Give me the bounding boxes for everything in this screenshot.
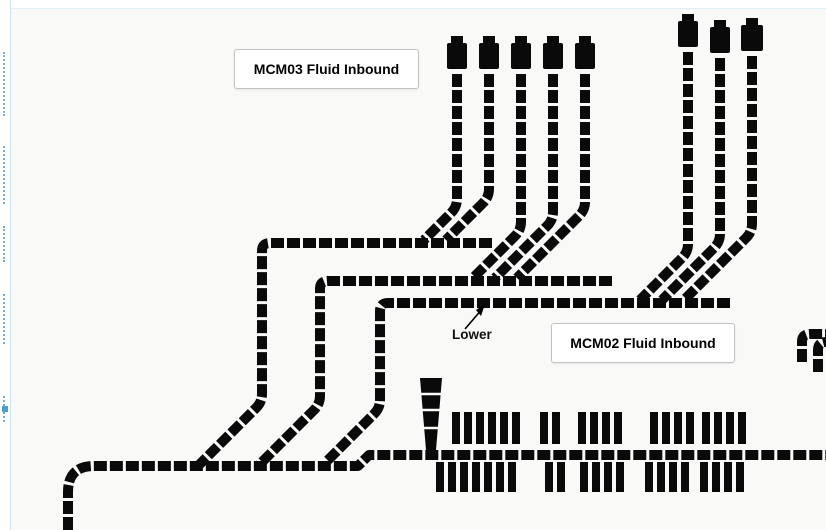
ruler-tick-group: [3, 294, 5, 344]
terminal-block: [724, 462, 732, 492]
terminal-block: [552, 412, 560, 444]
pipe: [442, 74, 494, 244]
terminal-block: [496, 462, 504, 492]
lower-arrow-head: [476, 304, 485, 316]
terminal-block: [674, 412, 682, 444]
terminal-block: [700, 462, 708, 492]
terminal-block: [460, 462, 468, 492]
pipe: [194, 238, 492, 470]
terminal-block: [508, 462, 516, 492]
coupling-cap: [483, 36, 495, 43]
terminal-block: [686, 412, 694, 444]
pipe: [636, 52, 693, 304]
terminal-block: [590, 412, 598, 444]
coupling-body: [511, 43, 531, 69]
terminal-block: [476, 412, 484, 444]
coupling-cap: [714, 20, 726, 27]
coupling-body: [710, 27, 730, 53]
annotation-lower[interactable]: Lower: [452, 327, 492, 342]
terminal-block: [614, 412, 622, 444]
coupling-body: [575, 43, 595, 69]
coupling-cap: [579, 36, 591, 43]
coupling-cap: [547, 36, 559, 43]
pipe: [420, 74, 462, 244]
terminal-block: [512, 412, 520, 444]
top-strip: [0, 0, 826, 9]
left-ruler: [0, 0, 11, 530]
pipe: [469, 74, 526, 282]
terminal-block: [738, 412, 746, 444]
pipe: [680, 56, 757, 304]
terminal-block: [657, 462, 665, 492]
coupling-cap: [682, 14, 694, 21]
terminal-block: [726, 412, 734, 444]
pipe: [658, 58, 725, 304]
node-mcm03-label: MCM03 Fluid Inbound: [253, 61, 400, 77]
terminal-block: [545, 462, 553, 492]
terminal-block: [650, 412, 658, 444]
ruler-marker: [2, 406, 8, 412]
terminal-block: [557, 462, 565, 492]
terminal-block: [604, 462, 612, 492]
node-mcm03-fluid-inbound[interactable]: MCM03 Fluid Inbound: [234, 49, 419, 89]
terminal-block: [616, 462, 624, 492]
ruler-tick-group: [3, 226, 5, 262]
terminal-block: [488, 412, 496, 444]
terminal-block: [592, 462, 600, 492]
terminal-block: [436, 462, 444, 492]
terminal-block: [714, 412, 722, 444]
terminal-block: [500, 412, 508, 444]
coupling-body: [543, 43, 563, 69]
terminal-block: [448, 462, 456, 492]
pipe: [813, 337, 826, 372]
coupling-body: [678, 21, 698, 47]
terminal-block: [736, 462, 744, 492]
terminal-block: [540, 412, 548, 444]
ruler-tick-group: [3, 146, 5, 204]
coupling-cap: [746, 18, 758, 25]
coupling-cap: [451, 36, 463, 43]
coupling-body: [741, 25, 763, 51]
terminal-block: [484, 462, 492, 492]
node-mcm02-fluid-inbound[interactable]: MCM02 Fluid Inbound: [551, 323, 735, 363]
terminal-block: [702, 412, 710, 444]
terminal-block: [578, 412, 586, 444]
coupling-body: [479, 43, 499, 69]
ruler-tick-group: [3, 52, 5, 116]
terminal-block: [472, 462, 480, 492]
coupling-cap: [515, 36, 527, 43]
pipe: [797, 329, 826, 362]
pipe: [322, 298, 730, 466]
terminal-block: [662, 412, 670, 444]
node-mcm02-label: MCM02 Fluid Inbound: [570, 335, 716, 351]
coupling-body: [447, 43, 467, 69]
pipe: [491, 74, 558, 282]
funnel-fitting: [420, 378, 442, 450]
terminal-block: [580, 462, 588, 492]
terminal-block: [464, 412, 472, 444]
terminal-block: [645, 462, 653, 492]
terminal-block: [452, 412, 460, 444]
terminal-block: [712, 462, 720, 492]
pipe: [513, 74, 590, 282]
terminal-block: [602, 412, 610, 444]
pipe: [63, 450, 826, 530]
terminal-block: [669, 462, 677, 492]
terminal-block: [681, 462, 689, 492]
